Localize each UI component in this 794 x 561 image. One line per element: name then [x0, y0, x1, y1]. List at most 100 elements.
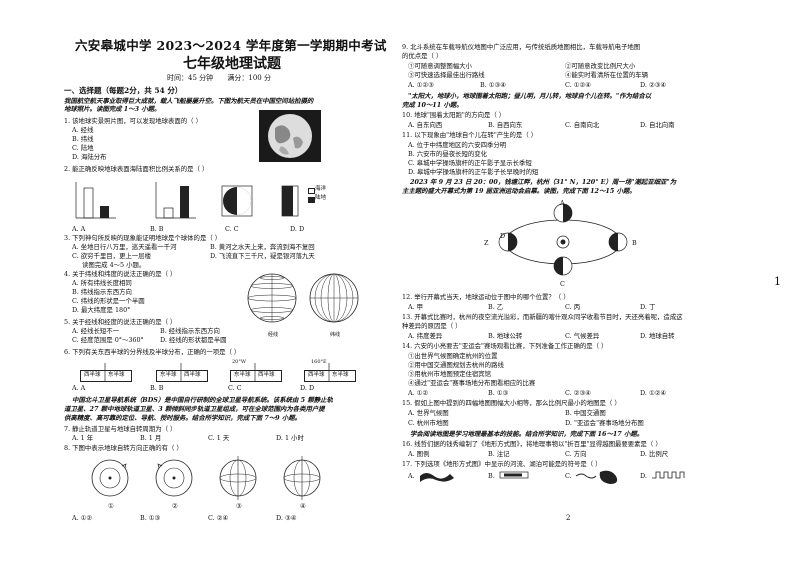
q15-option-b: B. 中国交通图 — [565, 409, 606, 417]
q7-option-b: B. 1 月 — [140, 434, 162, 442]
q5-option-a: A. 经线长短不一 — [72, 327, 120, 335]
globe-label-1: 经线 — [268, 332, 279, 338]
q9-option-d: D. ②③④ — [640, 81, 667, 89]
q4-option-b: B. 纬线指示东西方向 — [72, 288, 132, 296]
q8-stem: 8. 下图中表示地球自转方向正确的有（ ） — [64, 444, 183, 452]
q8-fig-label-4: ④ — [300, 502, 306, 510]
q16-intro: 学会阅读地图是学习地理最基本的技能。结合所学知识，完成下面 16～17 小题。 — [410, 430, 644, 438]
q15-stem: 15. 假如上图中提到的四幅地图图幅大小相等，那么比例尺最小的地图是（ ） — [402, 399, 621, 407]
q3-stem: 3. 下列神句所反映的现象能证明地球是个球体的是（ ） — [64, 234, 222, 242]
q14-opt-3: ③用杭州市地图预定住宿宾馆 — [408, 370, 492, 378]
q15-option-a: A. 世界气候图 — [408, 409, 449, 417]
legend-ocean-label: 海洋 — [315, 186, 327, 192]
orbit-label-d: D — [500, 232, 506, 240]
q6-a-right: 东半球 — [108, 372, 125, 378]
q14-option-c: C. ②③④ — [565, 389, 591, 397]
q10-intro-2: 完成 10～11 小题。 — [402, 101, 463, 109]
q9-opt-1: ①可随意调整图幅大小 — [408, 62, 472, 70]
q11-option-a: A. 位于中纬度地区的六安四季分明 — [408, 141, 507, 149]
exam-subtitle: 七年级地理试题 — [183, 56, 281, 72]
bds-line-3: 供高精度、高可靠的定位、导航、授时服务。结合所学知识，完成下面 7～9 小题。 — [64, 414, 302, 422]
q12-option-b: B. 乙 — [488, 303, 504, 311]
q8-option-a: A. ①② — [72, 514, 93, 522]
orbit-label-a: A — [560, 199, 565, 207]
q17-stem: 17. 下列选项《地形方式图》中显示的河流、湖泊可能是的符号是（ ） — [402, 460, 602, 468]
q8-fig-label-1: ① — [108, 502, 114, 510]
q6-stem: 6. 下列有关东西半球的分界线及半球分布，正确的一项是（ ） — [64, 348, 241, 356]
orbit-label-c: C — [560, 280, 565, 288]
side-page-mark: 1 — [774, 275, 781, 288]
q14-opt-2: ②用中国交通图规划去杭州的路线 — [408, 361, 504, 369]
q1-option-b: B. 纬线 — [72, 135, 94, 143]
bds-line-2: 道卫星、27 颗中地球轨道卫星、3 颗倾斜同步轨道卫星组成，可在全球范围内为各类… — [64, 405, 325, 413]
legend-ocean-swatch — [308, 188, 315, 194]
q14-option-d: D. ①②④ — [640, 389, 667, 397]
q10-option-c: C. 自南向北 — [565, 121, 600, 129]
exam-time: 时间：45 分钟 — [167, 74, 214, 82]
intro-line-1: 我国航空航天事业取得巨大成就，载人飞船屡屡升空。下图为航天员在中国空间站拍摄的 — [64, 97, 314, 105]
exam-title: 六安皋城中学 2023～2024 学年度第一学期期中考试 — [75, 38, 387, 53]
q6-fig-b: 东半球 西半球 — [156, 370, 208, 382]
q4-stem: 4. 关于纬线和纬度的说法正确的是（ ） — [64, 270, 177, 278]
q16-option-a: A. 图例 — [408, 450, 430, 458]
q6-d-right: 东半球 — [332, 372, 349, 378]
q6-option-b: B. B — [150, 384, 164, 392]
q1-option-a: A. 经线 — [72, 126, 94, 134]
q9-opt-3: ③可快速选择最佳出行路线 — [408, 71, 485, 79]
q6-line-160e: 160°E — [311, 359, 327, 365]
q16-option-d: D. 比例尺 — [640, 450, 669, 458]
q17-option-d: D. — [640, 472, 647, 480]
q12-intro-2: 主主题的盛大开幕式为第 19 届亚洲运动会启幕。读图，完成下面 12～15 小题… — [402, 187, 636, 195]
q8-option-c: C. ②④ — [208, 514, 229, 522]
exam-score: 满分：100 分 — [227, 74, 271, 82]
q7-option-d: D. 1 小时 — [276, 434, 304, 442]
q13-stem: 13. 开幕式比赛时，杭州的夜空流光溢彩，而新疆的喀什观众同学收看节目时，天还亮… — [402, 313, 683, 321]
q45-intro: 读图完成 4～5 小题。 — [82, 261, 146, 269]
q6-b-right: 西半球 — [184, 372, 201, 378]
q4-option-c: C. 纬线的形状是一个半圆 — [72, 297, 145, 305]
q6-a-left: 西半球 — [84, 372, 101, 378]
q1-stem: 1. 该地球实景照片图，可以发现地球表面的（ ） — [64, 117, 202, 125]
q16-option-b: B. 注记 — [488, 450, 510, 458]
q15-option-c: C. 杭州市地图 — [408, 419, 449, 427]
q12-intro-1: 2023 年 9 月 23 日 20：00，钱塘江畔，杭州（31° N，120°… — [410, 178, 677, 186]
q12-stem: 12. 举行开幕式当天，地球运动位于图中的哪个位置？（ ） — [402, 293, 570, 301]
q13-option-a: A. 纬度差异 — [408, 332, 443, 340]
globe-label-2: 纬线 — [330, 332, 341, 338]
q10-option-b: B. 自西向东 — [488, 121, 523, 129]
earth-photo-image — [259, 110, 321, 162]
q14-opt-1: ①出世界气候图确定杭州的位置 — [408, 352, 498, 360]
q5-stem: 5. 关于经线和经度的说法正确的是（ ） — [64, 318, 177, 326]
section-heading: 一、选择题（每题2分，共 54 分） — [64, 86, 183, 95]
q6-option-c: C. C — [228, 384, 242, 392]
q14-opt-4: ④通过"亚运会"赛事场地分布图看相应的比赛 — [408, 379, 536, 387]
q9-stem: 9. 北斗系统在车载导航仪地图中广泛应用，与传统纸质地图相比，车载导航电子地图 — [402, 43, 641, 51]
q6-dividers — [104, 363, 330, 381]
q6-fig-c: 东半球 西半球 — [230, 370, 282, 382]
q6-c-right: 西半球 — [258, 372, 275, 378]
q13-option-c: C. 气候差异 — [565, 332, 600, 340]
q3-option-b: B. 黄河之水天上来，奔流到海不复回 — [210, 243, 315, 251]
q9-option-b: B. ①③④ — [480, 81, 506, 89]
q13-option-d: D. 地球自转 — [640, 332, 675, 340]
q12-option-c: C. 丙 — [565, 303, 581, 311]
q2-option-d: D. D — [290, 225, 305, 233]
q10-intro-1: "太阳大，地球小，地球围着太阳跑；昼儿明，月儿转，地球自个儿在转。"作为结合以 — [408, 92, 652, 100]
q6-line-20w: 20°W — [232, 359, 247, 365]
q14-stem: 14. 六安的小亮要去"亚运会"赛场观看比赛，下列准备工作正确的是（ ） — [402, 342, 608, 350]
q7-option-c: C. 1 天 — [208, 434, 230, 442]
orbit-label-z: Z — [484, 239, 489, 247]
q2-option-a: A. A — [72, 225, 86, 233]
q17-option-b: B. — [488, 472, 495, 480]
q6-c-left: 东半球 — [234, 372, 251, 378]
q2-stem: 2. 能正确反映地球表面海陆面积比例关系的是（ ） — [64, 165, 209, 173]
q11-stem: 11. 以下现象由"地球自个儿在转"产生的是（ ） — [402, 131, 538, 139]
q4-option-a: A. 所有纬线长度相同 — [72, 279, 132, 287]
q2-option-b: B. B — [150, 225, 164, 233]
q10-option-d: D. 自北向南 — [640, 121, 675, 129]
earth-orbit-diagram — [498, 203, 628, 276]
q9-option-c: C. ①②④ — [565, 81, 591, 89]
q5-option-b: B. 经线指示东西方向 — [160, 327, 220, 335]
q11-option-d: D. 皋城中学操场旗杆的正午影子长早晚时的短 — [408, 168, 539, 176]
q8-rotation-figures — [91, 456, 321, 500]
